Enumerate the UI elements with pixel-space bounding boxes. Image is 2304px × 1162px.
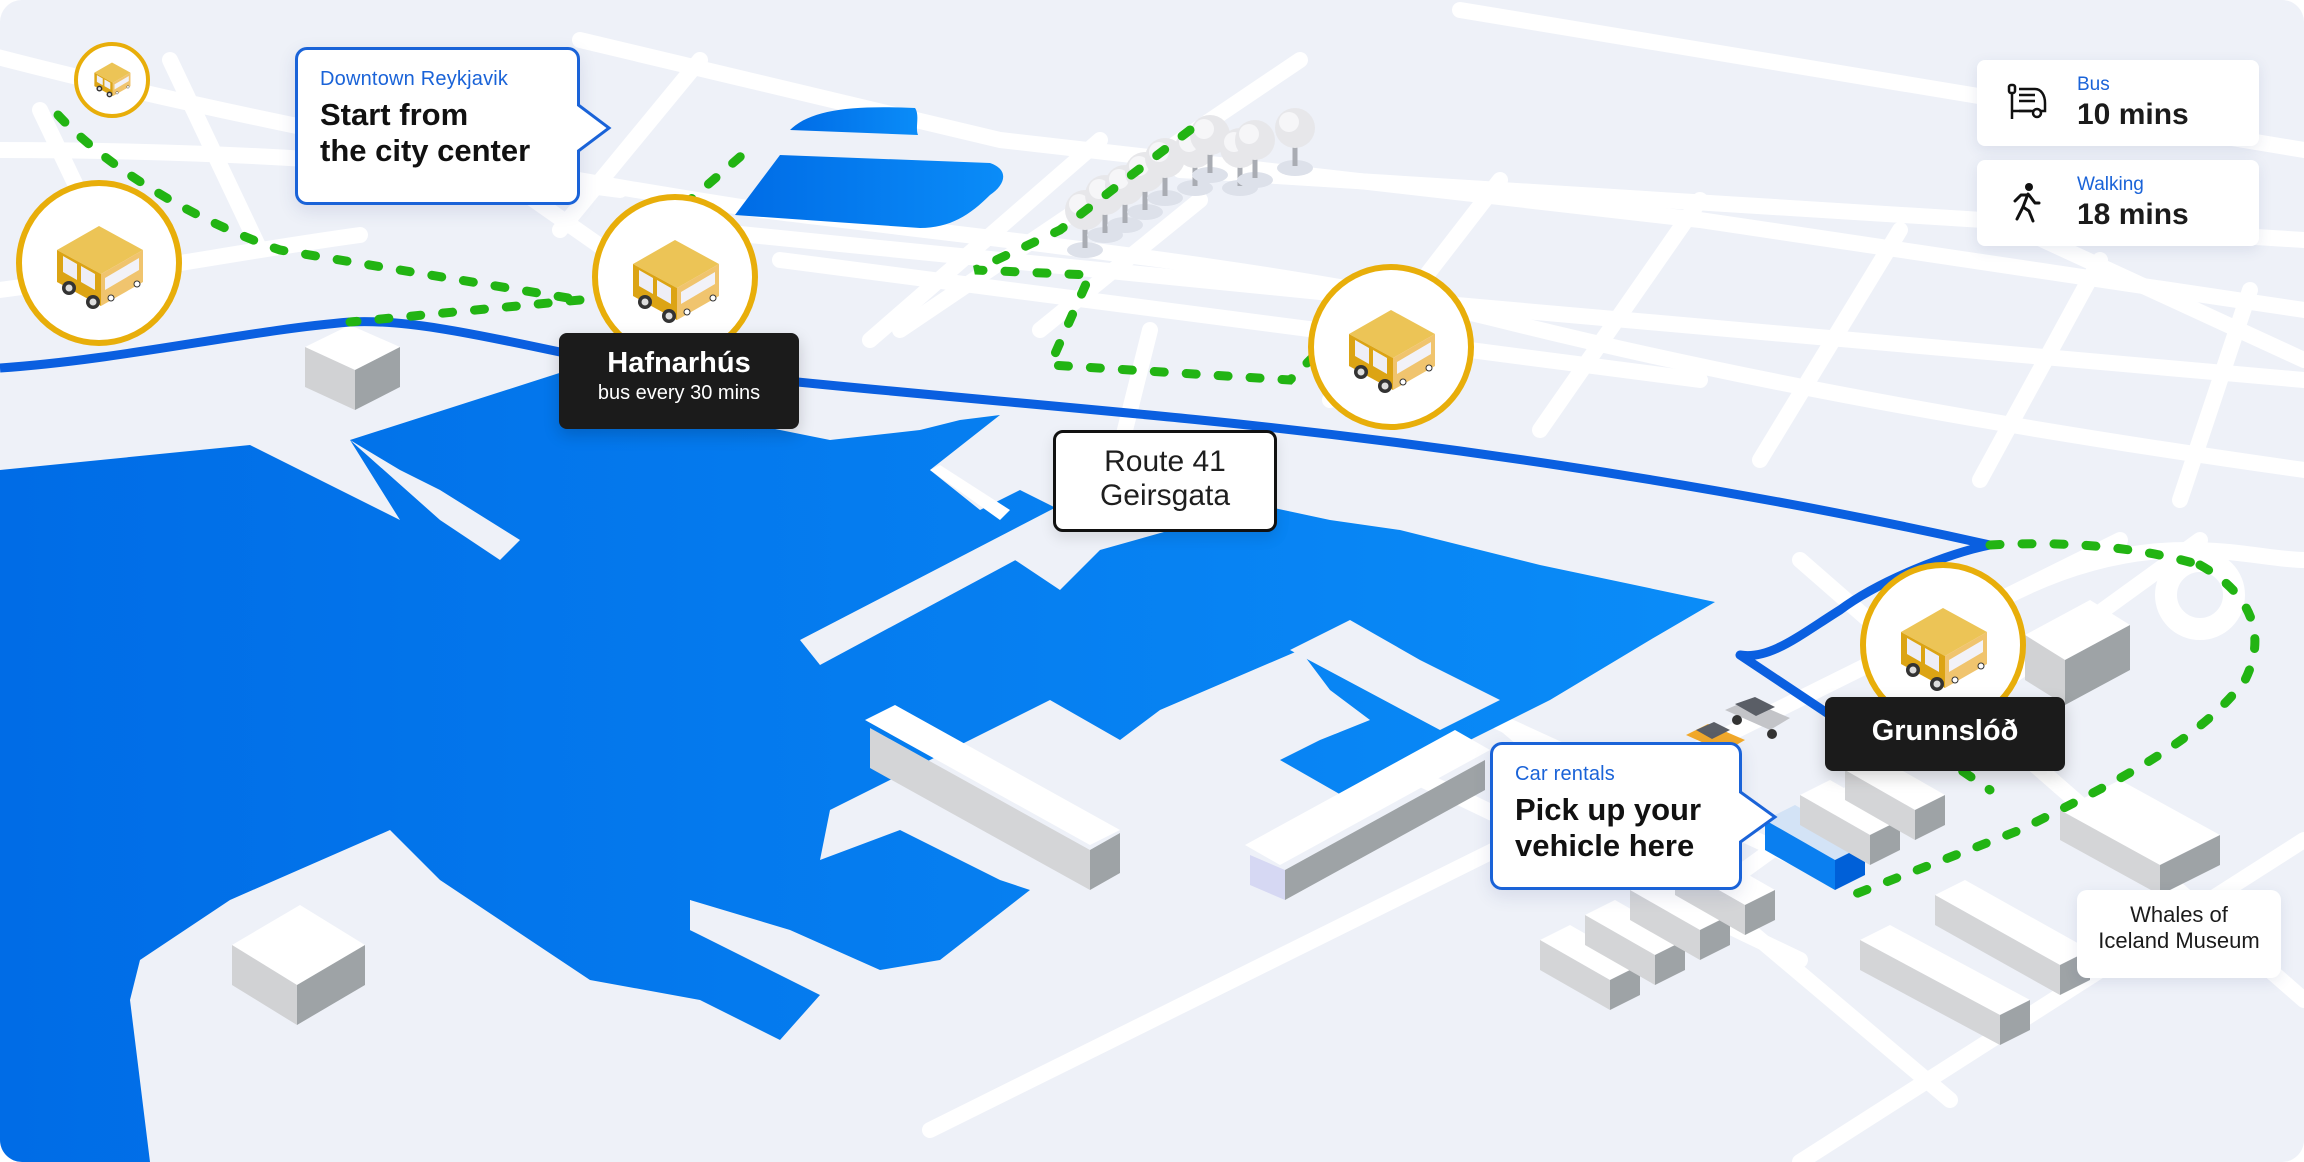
bus-stop-marker-center[interactable]	[1306, 262, 1476, 432]
callout-pointer	[1739, 789, 1778, 845]
stop-name: Hafnarhús	[607, 347, 751, 379]
bus-stop-icon	[1977, 83, 2077, 123]
bus-stop-marker-left[interactable]	[14, 178, 184, 348]
bus-icon	[74, 42, 150, 118]
car-rentals-callout[interactable]: Car rentals Pick up your vehicle here	[1490, 742, 1778, 890]
callout-headline: Start from the city center	[320, 97, 531, 168]
legend-value: 10 mins	[2077, 98, 2189, 131]
callout-eyebrow: Downtown Reykjavik	[320, 68, 509, 90]
museum-label[interactable]: Whales of Iceland Museum	[2077, 890, 2281, 978]
stop-frequency: bus every 30 mins	[597, 382, 761, 404]
route-label[interactable]: Route 41 Geirsgata	[1053, 430, 1277, 532]
callout-pointer	[577, 102, 612, 154]
stop-name: Grunnslóð	[1871, 715, 2019, 747]
downtown-callout[interactable]: Downtown Reykjavik Start from the city c…	[295, 47, 612, 205]
legend-value: 18 mins	[2077, 198, 2189, 231]
stop-label-grunnslod[interactable]: Grunnslóð	[1825, 697, 2065, 771]
legend-label: Walking	[2077, 174, 2144, 195]
legend-bus: Bus 10 mins	[1977, 60, 2259, 146]
bus-stop-marker-small[interactable]	[72, 40, 152, 120]
legend-label: Bus	[2077, 74, 2110, 95]
callout-eyebrow: Car rentals	[1515, 763, 1616, 785]
stop-label-hafnarhus[interactable]: Hafnarhús bus every 30 mins	[559, 333, 799, 429]
callout-headline: Pick up your vehicle here	[1515, 792, 1702, 863]
bus-icon	[16, 180, 182, 346]
walking-person-icon	[1977, 181, 2077, 225]
legend-walking: Walking 18 mins	[1977, 160, 2259, 246]
bus-icon	[1308, 264, 1474, 430]
